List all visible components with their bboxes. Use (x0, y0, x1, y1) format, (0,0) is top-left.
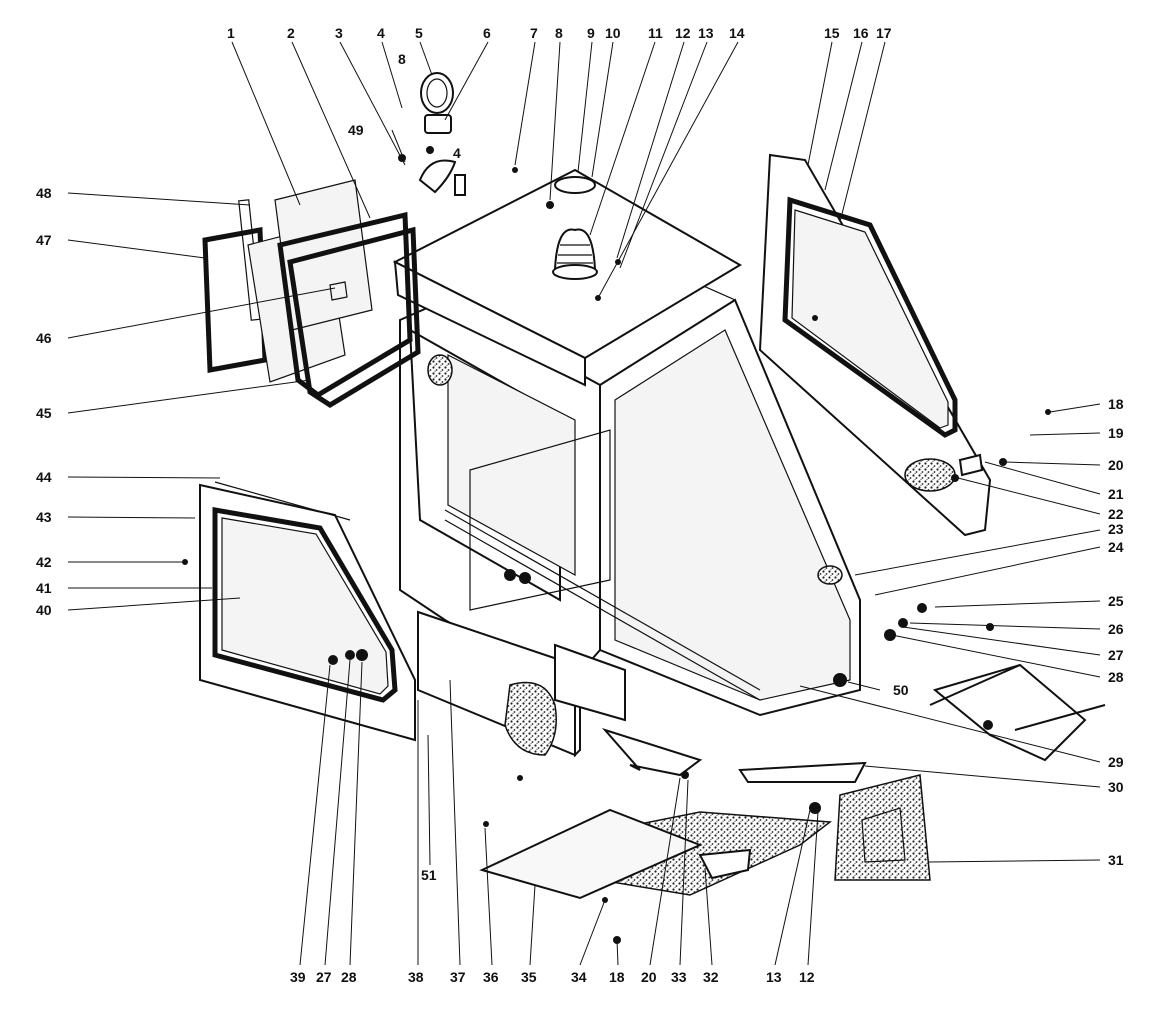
callout-39: 39 (290, 969, 306, 985)
callout-9: 9 (587, 25, 595, 41)
callout-18-right: 18 (1108, 396, 1124, 412)
callout-47: 47 (36, 232, 52, 248)
callout-4-top: 4 (377, 25, 385, 41)
callout-13-bottom: 13 (766, 969, 782, 985)
callout-38: 38 (408, 969, 424, 985)
callout-28-bottom: 28 (341, 969, 357, 985)
mount-plate (554, 643, 703, 777)
callout-46: 46 (36, 330, 52, 346)
callout-3: 3 (335, 25, 343, 41)
floor-mat (479, 808, 833, 900)
callout-34: 34 (571, 969, 587, 985)
callout-25: 25 (1108, 593, 1124, 609)
callout-28-right: 28 (1108, 669, 1124, 685)
callout-27-right: 27 (1108, 647, 1124, 663)
callout-48: 48 (36, 185, 52, 201)
bracket (738, 663, 1106, 783)
callout-20-right: 20 (1108, 457, 1124, 473)
callout-44: 44 (36, 469, 52, 485)
callout-23: 23 (1108, 521, 1124, 537)
callout-11: 11 (648, 25, 663, 41)
callout-15: 15 (824, 25, 840, 41)
callout-30: 30 (1108, 779, 1124, 795)
console-cover (834, 774, 931, 881)
callout-12-bottom: 12 (799, 969, 815, 985)
leader-lines (67, 41, 1101, 966)
roof-panel (392, 168, 742, 387)
callout-6: 6 (483, 25, 491, 41)
callout-49: 49 (348, 122, 364, 138)
callout-33: 33 (671, 969, 687, 985)
callout-13-top: 13 (698, 25, 714, 41)
callout-37: 37 (450, 969, 466, 985)
callout-10: 10 (605, 25, 621, 41)
callout-8-top: 8 (555, 25, 563, 41)
callout-20-bottom: 20 (641, 969, 657, 985)
cab-frame (399, 239, 861, 717)
callout-41: 41 (36, 580, 52, 596)
callout-19: 19 (1108, 425, 1124, 441)
callout-35: 35 (521, 969, 537, 985)
callout-31: 31 (1108, 852, 1124, 868)
callout-17: 17 (876, 25, 892, 41)
callout-42: 42 (36, 554, 52, 570)
callout-22: 22 (1108, 506, 1124, 522)
callout-4-mid: 4 (453, 145, 461, 161)
callout-21: 21 (1108, 486, 1124, 502)
callout-24: 24 (1108, 539, 1124, 555)
callout-43: 43 (36, 509, 52, 525)
callout-16: 16 (853, 25, 869, 41)
callout-45: 45 (36, 405, 52, 421)
callout-labels: 1 2 3 4 4 5 6 7 8 8 9 10 11 12 13 14 15 … (36, 25, 1124, 985)
left-door (199, 481, 416, 742)
callout-36: 36 (483, 969, 499, 985)
callout-50: 50 (893, 682, 909, 698)
callout-2: 2 (287, 25, 295, 41)
work-light (418, 72, 466, 196)
callout-18-bottom: 18 (609, 969, 625, 985)
callout-14: 14 (729, 25, 745, 41)
right-door (758, 153, 992, 537)
callout-51: 51 (421, 867, 437, 883)
callout-12-top: 12 (675, 25, 691, 41)
callout-29: 29 (1108, 754, 1124, 770)
callout-32: 32 (703, 969, 719, 985)
callout-1: 1 (227, 25, 235, 41)
callout-5: 5 (415, 25, 423, 41)
callout-8-left: 8 (398, 51, 406, 67)
callout-7: 7 (530, 25, 538, 41)
callout-26: 26 (1108, 621, 1124, 637)
callout-40: 40 (36, 602, 52, 618)
rear-window-assembly (202, 179, 421, 408)
callout-27-bottom: 27 (316, 969, 332, 985)
